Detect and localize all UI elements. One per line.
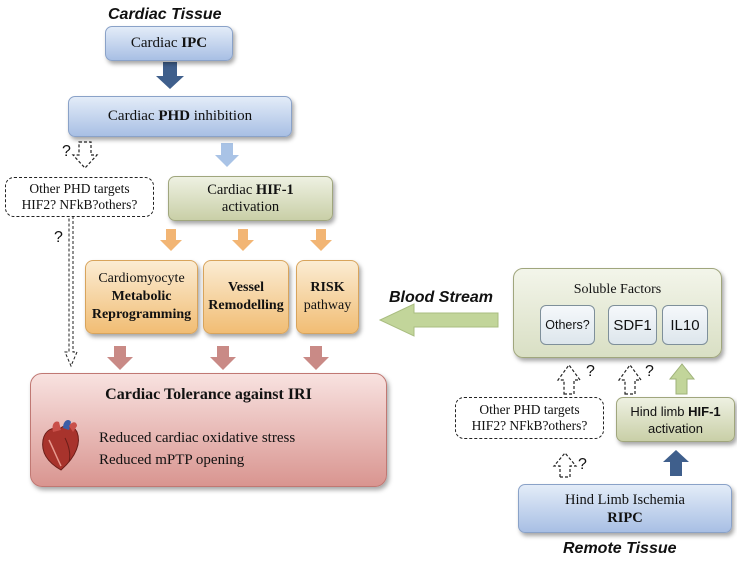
hif-to-soluble-arrow bbox=[668, 363, 696, 395]
vessel-remodelling-box: Vessel Remodelling bbox=[203, 260, 289, 334]
other-to-soluble-dashed-arrow-1 bbox=[556, 363, 582, 395]
cardiac-phd-inhibition-box: Cardiac PHD inhibition bbox=[68, 96, 292, 137]
question-mark: ? bbox=[54, 229, 63, 246]
tolerance-line-2: Reduced mPTP opening bbox=[99, 452, 245, 468]
ipc-to-phd-arrow bbox=[156, 62, 184, 89]
remote-tissue-title: Remote Tissue bbox=[563, 540, 677, 557]
tolerance-title: Cardiac Tolerance against IRI bbox=[105, 386, 312, 403]
ripc-to-hif-arrow bbox=[663, 450, 689, 476]
blood-stream-arrow bbox=[378, 303, 499, 337]
other-phd-targets-right-box: Other PHD targets HIF2? NFkB?others? bbox=[455, 397, 604, 439]
question-mark: ? bbox=[586, 363, 595, 380]
vessel-to-tolerance-arrow bbox=[210, 346, 236, 370]
blood-stream-label: Blood Stream bbox=[389, 289, 494, 306]
risk-pathway-box: RISK pathway bbox=[296, 260, 359, 334]
tolerance-line-1: Reduced cardiac oxidative stress bbox=[99, 430, 296, 446]
soluble-factors-title: Soluble Factors bbox=[573, 282, 662, 297]
soluble-factor-il10: IL10 bbox=[662, 305, 708, 345]
metabolic-reprogramming-box: Cardiomyocyte Metabolic Reprogramming bbox=[85, 260, 198, 334]
question-mark: ? bbox=[62, 143, 71, 160]
other-phd-targets-left-box: Other PHD targets HIF2? NFkB?others? bbox=[5, 177, 154, 217]
risk-to-tolerance-arrow bbox=[303, 346, 329, 370]
ripc-to-other-dashed-arrow bbox=[552, 452, 578, 478]
cardiac-tolerance-box: Cardiac Tolerance against IRI Reduced ca… bbox=[30, 373, 387, 487]
hif-to-metabolic-arrow bbox=[160, 229, 182, 251]
metabolic-to-tolerance-arrow bbox=[107, 346, 133, 370]
cardiac-ipc-box: Cardiac IPC bbox=[105, 26, 233, 61]
hif-to-risk-arrow bbox=[310, 229, 332, 251]
phd-to-other-dashed-arrow bbox=[71, 141, 99, 169]
cardiac-hif1-activation-box: Cardiac HIF-1 activation bbox=[168, 176, 333, 221]
soluble-factor-others: Others? bbox=[540, 305, 595, 345]
question-mark: ? bbox=[578, 456, 587, 473]
hindlimb-ripc-box: Hind Limb Ischemia RIPC bbox=[518, 484, 732, 533]
soluble-factor-sdf1: SDF1 bbox=[608, 305, 657, 345]
cardiac-tissue-title: Cardiac Tissue bbox=[108, 6, 222, 23]
hif-to-vessel-arrow bbox=[232, 229, 254, 251]
soluble-factors-box: Soluble Factors Others? SDF1 IL10 bbox=[513, 268, 722, 358]
other-to-soluble-dashed-arrow-2 bbox=[617, 363, 643, 395]
hindlimb-hif1-activation-box: Hind limb HIF-1 activation bbox=[616, 397, 735, 442]
heart-icon bbox=[42, 420, 79, 471]
phd-to-hif-arrow bbox=[215, 143, 239, 167]
other-to-tolerance-dashed-arrow bbox=[64, 209, 78, 368]
question-mark: ? bbox=[645, 363, 654, 380]
